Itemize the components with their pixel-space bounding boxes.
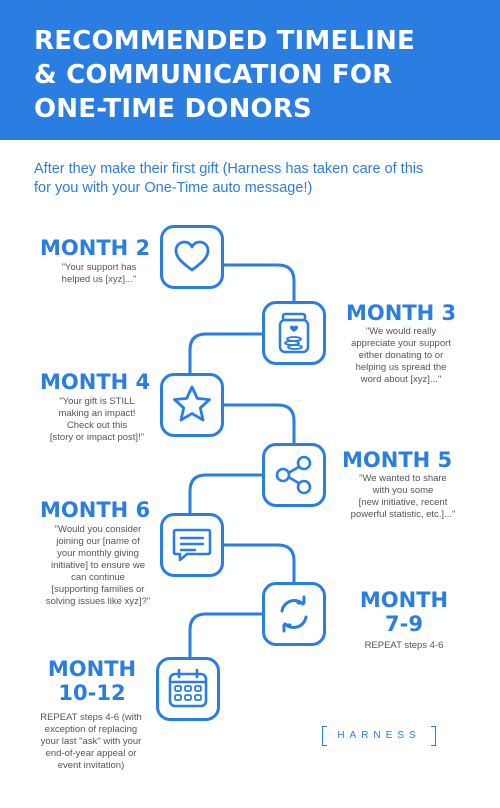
desc-line: joining our [name of xyxy=(56,536,140,547)
jar-icon-box xyxy=(262,301,326,365)
desc-line: REPEAT steps 4-6 (with xyxy=(40,712,142,723)
step-title: MONTH 3 xyxy=(346,301,457,325)
desc-line: initiative] to ensure we xyxy=(51,560,145,571)
step-description: "Your support has helped us [xyz]..." xyxy=(38,262,160,286)
calendar-icon xyxy=(168,668,208,708)
calendar-icon-box xyxy=(156,657,220,721)
desc-line: "We would really xyxy=(365,326,437,337)
desc-line: [new initiative, recent xyxy=(358,497,448,508)
desc-line: "We wanted to share xyxy=(359,473,447,484)
desc-line: either donating to or xyxy=(358,350,444,361)
step-title: MONTH 7-9 xyxy=(346,588,462,636)
step-description: "Would you consider joining our [name of… xyxy=(34,524,162,608)
desc-line: helping us spread the xyxy=(355,362,447,373)
desc-line: appreciate your support xyxy=(351,338,451,349)
desc-line: with you some xyxy=(372,485,434,496)
desc-line: exception of replacing xyxy=(44,724,138,735)
desc-line: [story or impact post]!" xyxy=(49,432,145,443)
logo-bracket-right xyxy=(431,726,436,746)
desc-line: helped us [xyz]..." xyxy=(61,274,137,285)
heart-icon-box xyxy=(160,225,224,289)
step-description: "Your gift is STILL making an impact! Ch… xyxy=(36,396,158,444)
desc-line: solving issues like xyz]?" xyxy=(45,596,151,607)
title-line: ONE-TIME DONORS xyxy=(34,94,312,124)
repeat-icon-box xyxy=(262,582,326,646)
page-title: RECOMMENDED TIMELINE & COMMUNICATION FOR… xyxy=(34,24,474,126)
desc-line: powerful statistic, etc.]..." xyxy=(350,509,456,520)
star-icon xyxy=(173,385,211,422)
header-banner: RECOMMENDED TIMELINE & COMMUNICATION FOR… xyxy=(0,0,500,140)
intro-text: After they make their first gift (Harnes… xyxy=(34,160,474,198)
message-icon-box xyxy=(160,513,224,577)
share-icon-box xyxy=(262,443,326,507)
step-title: MONTH 2 xyxy=(40,236,151,260)
step-title: MONTH 6 xyxy=(40,498,151,522)
desc-line: "Would you consider xyxy=(54,524,142,535)
jar-icon xyxy=(278,312,310,354)
desc-line: your monthly giving xyxy=(57,548,139,559)
intro-line: for you with your One-Time auto message!… xyxy=(34,180,313,196)
title-line: MONTH xyxy=(47,657,137,681)
repeat-icon xyxy=(280,595,308,633)
intro-line: After they make their first gift (Harnes… xyxy=(34,161,424,177)
title-line: & COMMUNICATION FOR xyxy=(34,60,393,90)
desc-line: Check out this xyxy=(66,420,128,431)
heart-icon xyxy=(174,240,210,272)
title-line: RECOMMENDED TIMELINE xyxy=(34,26,416,56)
step-description: "We wanted to share with you some [new i… xyxy=(338,473,468,521)
title-line: 7-9 xyxy=(385,612,423,636)
title-line: 10-12 xyxy=(58,681,126,705)
desc-line: can continue xyxy=(71,572,125,583)
desc-line: [supporting families or xyxy=(51,584,145,595)
star-icon-box xyxy=(160,373,224,437)
step-description: "We would really appreciate your support… xyxy=(338,326,464,386)
title-line: MONTH xyxy=(359,588,449,612)
desc-line: end-of-year appeal or xyxy=(45,748,137,759)
desc-line: word about [xyz]..." xyxy=(360,374,442,385)
logo-text: HARNESS xyxy=(337,730,421,741)
step-title: MONTH 4 xyxy=(40,370,151,394)
step-description: REPEAT steps 4-6 xyxy=(346,640,462,652)
logo-bracket-left xyxy=(322,726,327,746)
desc-line: your last "ask" with your xyxy=(40,736,142,747)
desc-line: event invitation) xyxy=(57,760,125,771)
step-title: MONTH 5 xyxy=(342,448,453,472)
desc-line: "Your gift is STILL xyxy=(59,396,135,407)
desc-line: making an impact! xyxy=(58,408,136,419)
harness-logo: HARNESS xyxy=(322,726,436,748)
message-icon xyxy=(172,528,212,562)
desc-line: REPEAT steps 4-6 xyxy=(364,640,444,651)
step-description: REPEAT steps 4-6 (with exception of repl… xyxy=(24,712,158,772)
desc-line: "Your support has xyxy=(61,262,137,273)
step-title: MONTH 10-12 xyxy=(36,657,148,705)
share-icon xyxy=(275,455,312,495)
